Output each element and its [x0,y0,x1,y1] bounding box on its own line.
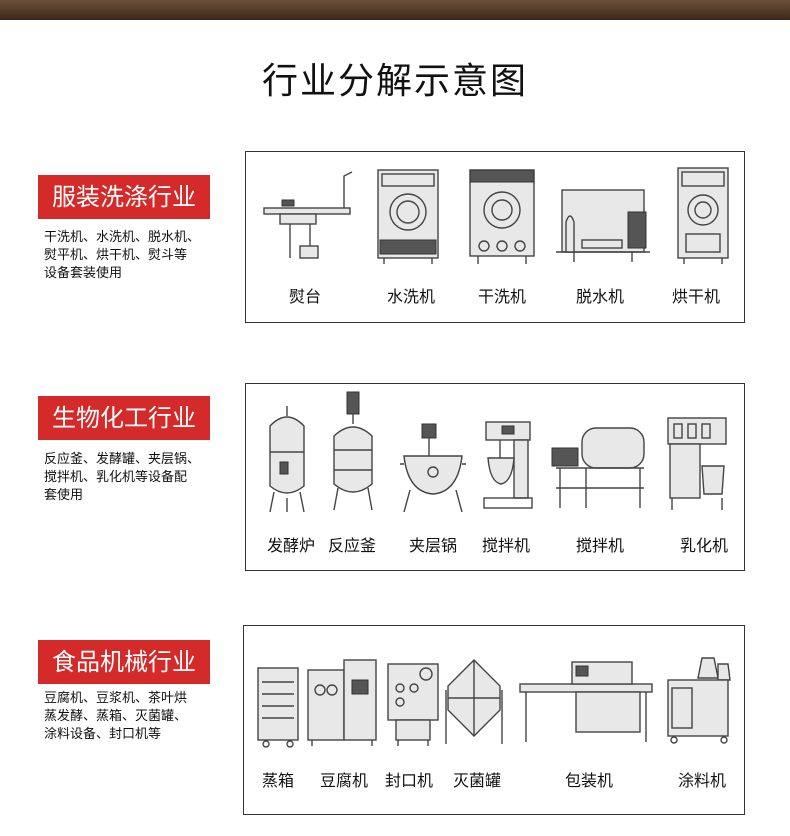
equipment-label: 干洗机 [477,287,527,306]
top-banner-strip [0,0,790,20]
page-title: 行业分解示意图 [261,61,528,102]
equipment-label: 涂料机 [677,771,727,790]
equipment-label: 包装机 [564,771,614,790]
packaging-machine-icon [519,661,653,742]
equipment-label: 灭菌罐 [452,771,502,790]
fermenter-icon [269,406,305,513]
reactor-icon [333,391,373,511]
equipment-panel: 蒸箱 豆腐机 封口机 灭菌罐 包装机 涂料机 [243,625,745,815]
equipment-label: 水洗机 [386,287,436,306]
equipment-label: 封口机 [384,771,434,790]
equipment-label: 烘干机 [671,287,721,306]
section-badge: 生物化工行业 [38,396,210,440]
equipment-label: 蒸箱 [261,771,295,790]
equipment-label: 熨台 [288,287,322,306]
section-description: 干洗机、水洗机、脱水机、 熨平机、烘干机、熨斗等 设备套装使用 [44,230,201,281]
jacketed-kettle-icon [400,423,466,513]
equipment-label: 搅拌机 [481,536,531,555]
section-badge: 食品机械行业 [38,640,210,684]
equipment-label: 搅拌机 [575,536,625,555]
dry-cleaning-machine-icon [469,169,535,264]
sterilizer-tank-icon [445,659,503,744]
emulsifier-icon [667,417,727,510]
equipment-panel: 熨台 水洗机 干洗机 脱水机 烘干机 [245,151,745,323]
equipment-label: 脱水机 [575,287,625,306]
section-description: 豆腐机、豆浆机、茶叶烘 蒸发酵、蒸箱、灭菌罐、 涂料设备、封口机等 [44,691,188,742]
equipment-label: 发酵炉 [266,536,316,555]
sealing-machine-icon [387,663,439,746]
planetary-mixer-icon [483,421,533,509]
section-description: 反应釜、发酵罐、夹层锅、 搅拌机、乳化机等设备配 套使用 [44,452,201,503]
horizontal-mixer-icon [551,427,645,508]
extractor-icon [556,189,650,262]
tofu-machine-icon [307,659,377,746]
equipment-label: 反应釜 [327,536,377,555]
section-badge: 服装洗涤行业 [38,175,210,219]
equipment-label: 豆腐机 [319,771,369,790]
washing-machine-icon [377,169,439,264]
equipment-panel: 发酵炉 反应釜 夹层锅 搅拌机 搅拌机 乳化机 [245,383,745,571]
ironing-table-icon [263,171,353,259]
equipment-label: 乳化机 [679,536,729,555]
steam-cabinet-icon [257,667,299,748]
equipment-label: 夹层锅 [408,536,458,555]
dryer-icon [677,167,729,264]
coating-machine-icon [667,657,731,744]
